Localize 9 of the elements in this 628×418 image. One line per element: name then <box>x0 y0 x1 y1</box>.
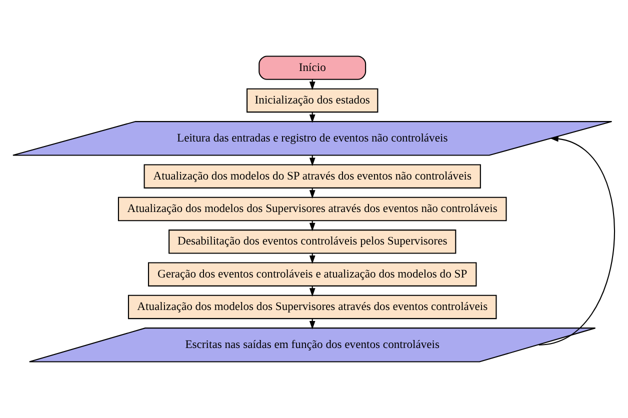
node-box: Início <box>258 56 366 80</box>
node-box: Atualização dos modelos dos Supervisores através dos eventos controláveis <box>128 294 497 320</box>
node-box: Geração dos eventos controláveis e atualização dos modelos do SP <box>148 262 477 286</box>
node-box: Atualização dos modelos do SP através dos eventos não controláveis <box>144 164 481 188</box>
node-box: Atualização dos modelos dos Supervisores através dos eventos não controláveis <box>118 196 507 222</box>
arrow <box>538 136 615 346</box>
node-box: Desabilitação dos eventos controláveis pelos Supervisores <box>168 230 456 254</box>
node-box: Inicialização dos estados <box>246 88 378 113</box>
arrow <box>309 220 316 232</box>
